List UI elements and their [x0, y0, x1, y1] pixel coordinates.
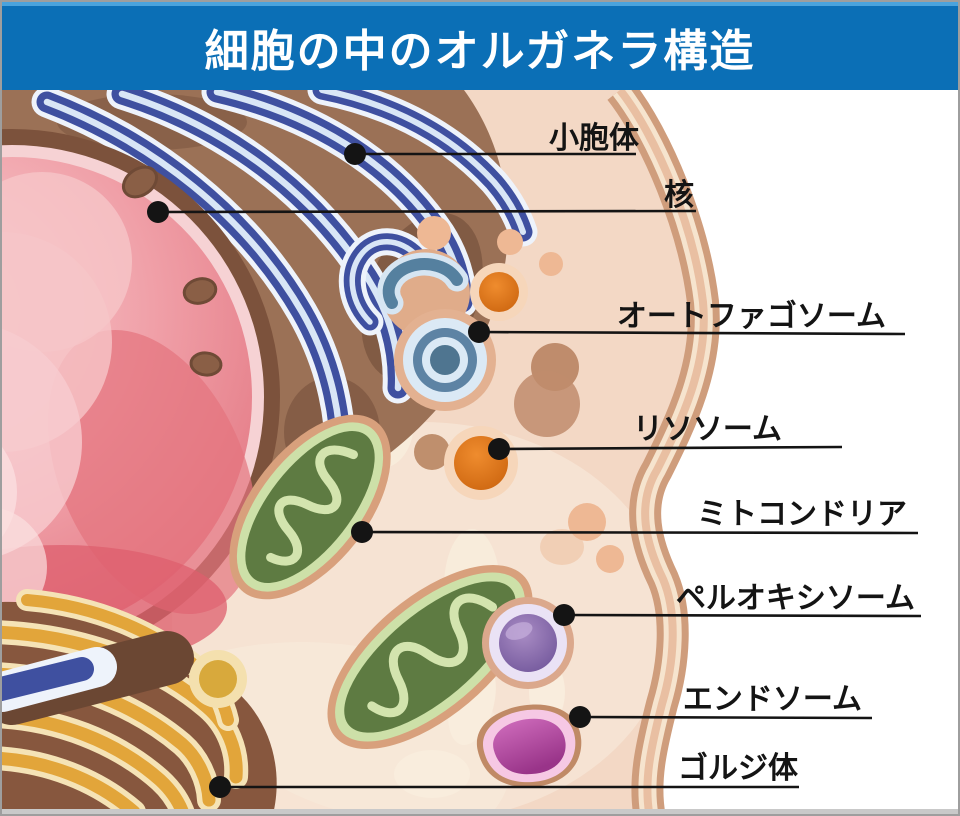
- leader-dot-nucleus: [147, 201, 169, 223]
- label-endosome: エンドソーム: [683, 683, 862, 716]
- bottom-border-strip: [2, 809, 958, 814]
- leader-lines: [147, 143, 922, 798]
- mitochondrion-1: [229, 414, 391, 600]
- peroxisome: [482, 597, 574, 689]
- endoplasmic-reticulum: [31, 75, 538, 496]
- leader-dot-golgi: [209, 776, 231, 798]
- diagram-title: 細胞の中のオルガネラ構造: [204, 27, 756, 76]
- label-golgi: ゴルジ体: [678, 751, 799, 785]
- leader-dot-autophagosome: [468, 321, 490, 343]
- organelle-labels: 小胞体 核 オートファゴソーム リソソーム ミトコンドリア ペルオキシソーム エ…: [549, 122, 915, 785]
- lysosome-small: [470, 263, 528, 321]
- label-lysosome: リソソーム: [633, 413, 782, 446]
- label-peroxisome: ペルオキシソーム: [676, 582, 915, 615]
- label-mitochondria: ミトコンドリア: [697, 498, 907, 531]
- er-ribbon: [307, 75, 538, 247]
- leader-line-autophagosome: [478, 330, 906, 336]
- autophagosome: [394, 309, 496, 411]
- lysosome-large: [444, 426, 518, 500]
- leader-line-peroxisome: [563, 613, 922, 618]
- er-ribbon: [31, 86, 357, 496]
- leader-line-mitochondria: [361, 530, 919, 535]
- leader-dot-peroxisome: [553, 604, 575, 626]
- er-ribbon: [106, 78, 414, 404]
- mitochondrion-2: [327, 564, 533, 750]
- leader-line-lysosome: [498, 445, 843, 451]
- label-autophagosome: オートファゴソーム: [617, 299, 886, 333]
- leader-line-nucleus: [157, 209, 697, 214]
- leader-line-endosome: [579, 715, 873, 720]
- leader-dot-lysosome: [488, 438, 510, 460]
- label-endoplasmic-reticulum: 小胞体: [549, 122, 640, 155]
- cell-membrane: [607, 80, 720, 814]
- yellow-vesicle: [189, 650, 247, 708]
- title-bar: 細胞の中のオルガネラ構造: [2, 2, 958, 90]
- nuclear-pores: [121, 165, 223, 377]
- nucleus: [2, 129, 280, 669]
- leader-dot-endoplasmic-reticulum: [344, 143, 366, 165]
- er-rod: [2, 631, 194, 725]
- label-nucleus: 核: [664, 179, 694, 212]
- endosome: [476, 704, 582, 788]
- leader-dot-endosome: [569, 706, 591, 728]
- leader-dot-mitochondria: [351, 521, 373, 543]
